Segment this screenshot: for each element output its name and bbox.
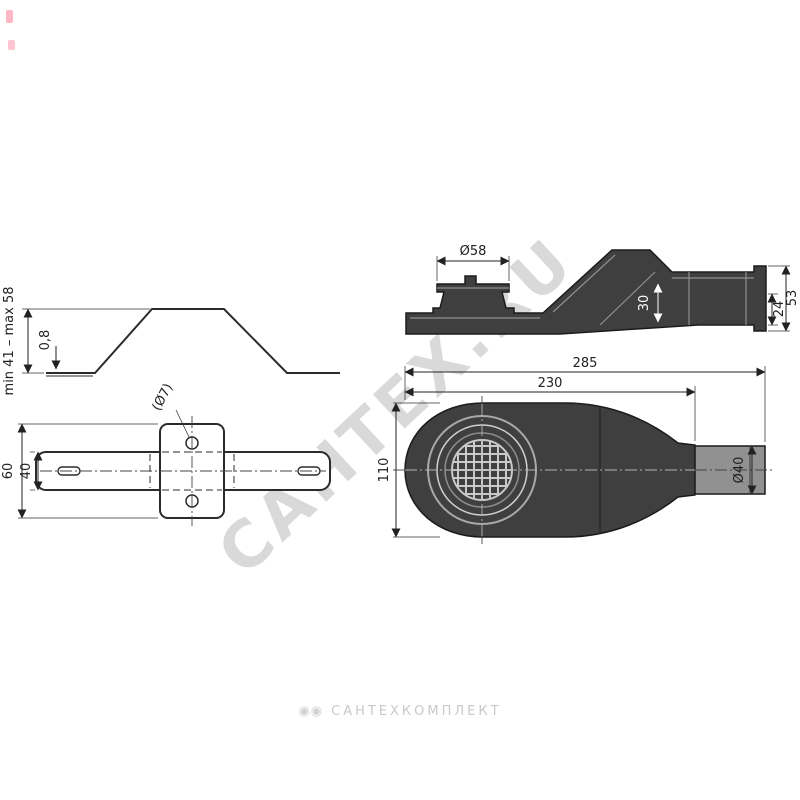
siphon-top-view: 285 230 110 Ø40 <box>377 356 775 544</box>
siphon-side-view: Ø58 30 24 53 <box>405 244 800 335</box>
dim-inner-height: 30 <box>637 295 652 312</box>
bottom-watermark-text: САНТЕХКОМПЛЕКТ <box>331 704 502 719</box>
dim-outlet-diameter: Ø40 <box>732 457 747 484</box>
dim-outlet-height: 53 <box>785 290 800 307</box>
brand-emblem-icon <box>298 704 331 719</box>
bottom-watermark: САНТЕХКОМПЛЕКТ <box>0 704 800 719</box>
profile-view: min 41 – max 58 0,8 <box>2 287 340 396</box>
bracket-top-view: 60 40 (Ø7) <box>1 381 331 526</box>
dim-body-width: 110 <box>377 458 392 483</box>
dim-flange-diameter: Ø58 <box>460 244 487 259</box>
dim-strip-width: 40 <box>19 463 34 480</box>
bracket-centerlines <box>40 416 326 526</box>
dim-height-range: min 41 – max 58 <box>2 287 17 396</box>
dim-body-length: 230 <box>538 376 563 391</box>
dim-total-length: 285 <box>573 356 598 371</box>
siphon-side-silhouette <box>405 249 767 335</box>
dim-plate-height: 60 <box>1 463 16 480</box>
hole-leader-line <box>175 409 190 438</box>
siphon-side-details <box>410 254 754 326</box>
artifact-mark <box>8 40 15 50</box>
top-view-centerlines-light <box>405 404 695 536</box>
dim-outlet-inner: 24 <box>772 301 787 318</box>
bent-sheet-profile-line <box>46 308 340 374</box>
artifact-mark <box>6 10 13 23</box>
dim-hole-diameter: (Ø7) <box>150 381 177 413</box>
dim-sheet-thickness: 0,8 <box>38 330 53 351</box>
